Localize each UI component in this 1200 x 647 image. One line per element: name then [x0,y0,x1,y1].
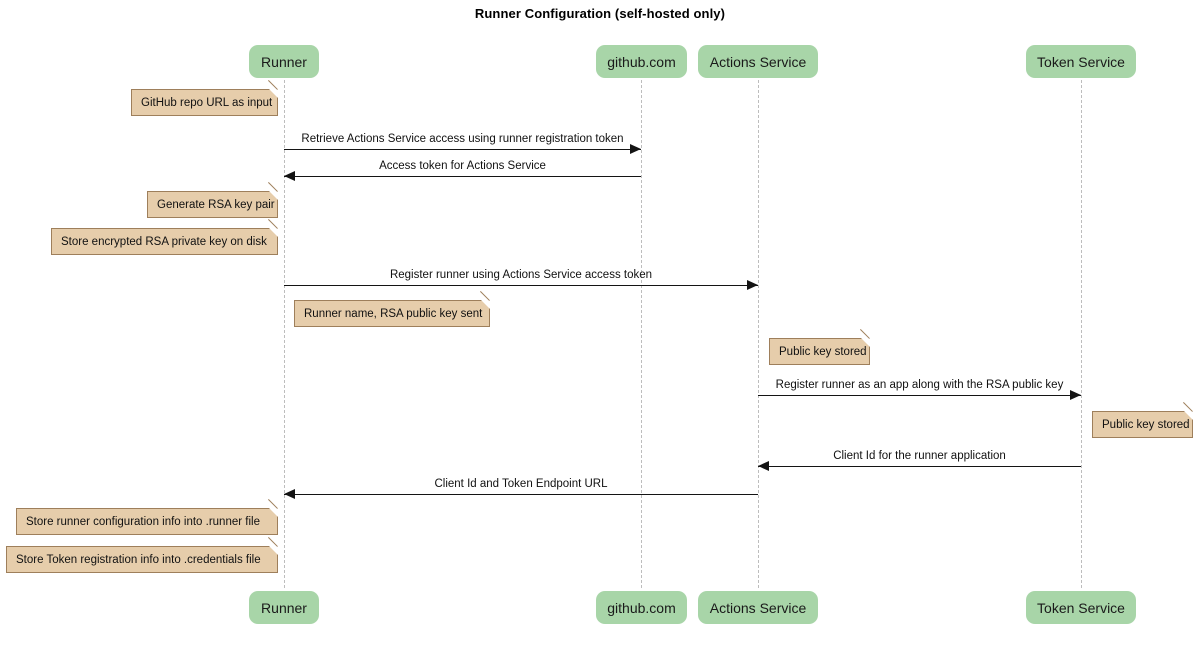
message-label-2: Register runner using Actions Service ac… [389,269,653,281]
participant-label: Token Service [1037,53,1125,70]
lifeline-actions [758,80,759,588]
message-label-5: Client Id and Token Endpoint URL [434,478,608,490]
participant-top-github[interactable]: github.com [596,45,687,78]
note-fold-icon [481,300,490,309]
arrowhead-left-1 [284,171,295,181]
note-7: Store Token registration info into .cred… [6,537,278,573]
lifeline-github [641,80,642,588]
message-line-1 [284,176,641,177]
note-text: Store encrypted RSA private key on disk [61,235,267,248]
message-label-1: Access token for Actions Service [379,160,546,172]
note-4: Public key stored [769,329,870,365]
note-text: GitHub repo URL as input [141,96,273,109]
note-fold-icon [269,191,278,200]
note-0: GitHub repo URL as input [131,80,278,116]
note-text: Public key stored [779,345,867,358]
participant-bottom-github[interactable]: github.com [596,591,687,624]
note-text: Store runner configuration info into .ru… [26,515,260,528]
message-line-0 [284,149,641,150]
message-line-4 [758,466,1081,467]
note-fold-icon [1184,411,1193,420]
note-6: Store runner configuration info into .ru… [16,499,278,535]
note-2: Store encrypted RSA private key on disk [51,219,278,255]
participant-top-token[interactable]: Token Service [1026,45,1136,78]
arrowhead-right-3 [1070,390,1081,400]
participant-label: github.com [607,53,676,70]
participant-top-actions[interactable]: Actions Service [698,45,818,78]
participant-label: Runner [261,599,307,616]
participant-label: Actions Service [709,53,807,70]
note-fold-icon [861,338,870,347]
participant-top-runner[interactable]: Runner [249,45,319,78]
lifeline-token [1081,80,1082,588]
participant-label: Runner [261,53,307,70]
participant-label: Actions Service [709,599,807,616]
message-label-3: Register runner as an app along with the… [775,379,1064,391]
note-1: Generate RSA key pair [147,182,278,218]
note-fold-icon [269,508,278,517]
participant-label: Token Service [1037,599,1125,616]
note-fold-icon [269,228,278,237]
participant-label: github.com [607,599,676,616]
arrowhead-left-5 [284,489,295,499]
message-line-2 [284,285,758,286]
page-title: Runner Configuration (self-hosted only) [474,6,726,21]
participant-bottom-runner[interactable]: Runner [249,591,319,624]
note-text: Generate RSA key pair [157,198,275,211]
message-line-3 [758,395,1081,396]
message-label-4: Client Id for the runner application [833,450,1006,462]
arrowhead-left-4 [758,461,769,471]
note-5: Public key stored [1092,402,1193,438]
message-line-5 [284,494,758,495]
note-3: Runner name, RSA public key sent [294,291,490,327]
arrowhead-right-0 [630,144,641,154]
lifeline-runner [284,80,285,588]
message-label-0: Retrieve Actions Service access using ru… [301,133,624,145]
note-fold-icon [269,546,278,555]
participant-bottom-actions[interactable]: Actions Service [698,591,818,624]
note-text: Public key stored [1102,418,1190,431]
arrowhead-right-2 [747,280,758,290]
note-fold-icon [269,89,278,98]
participant-bottom-token[interactable]: Token Service [1026,591,1136,624]
note-text: Store Token registration info into .cred… [16,553,261,566]
note-text: Runner name, RSA public key sent [304,307,483,320]
